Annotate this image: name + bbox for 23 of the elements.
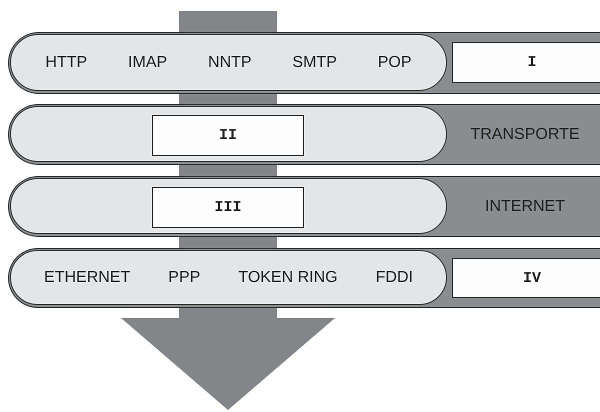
protocol-name: POP <box>378 54 412 72</box>
protocol-capsule <box>10 178 447 234</box>
layer-name: INTERNET <box>484 196 566 216</box>
layer-band <box>8 248 600 308</box>
layer-band <box>8 176 600 237</box>
layer-number-box: III <box>152 187 304 228</box>
protocol-name: ETHERNET <box>44 268 130 286</box>
protocol-name: HTTP <box>45 54 88 72</box>
layer-number-box: I <box>452 42 600 83</box>
protocol-name: PPP <box>168 268 200 286</box>
protocol-name: SMTP <box>292 54 337 72</box>
protocol-name: NNTP <box>208 54 252 72</box>
protocol-name: FDDI <box>376 268 413 286</box>
protocol-capsule <box>10 34 447 91</box>
layer-number-box: IV <box>452 258 600 298</box>
layer-band <box>8 32 600 94</box>
protocol-name: TOKEN RING <box>238 268 338 286</box>
protocol-capsule <box>10 250 447 305</box>
protocol-capsule <box>10 106 447 162</box>
protocol-name: IMAP <box>128 54 168 72</box>
layer-band <box>8 104 600 165</box>
layer-name: TRANSPORTE <box>469 124 581 144</box>
layer-number-box: II <box>152 115 304 156</box>
